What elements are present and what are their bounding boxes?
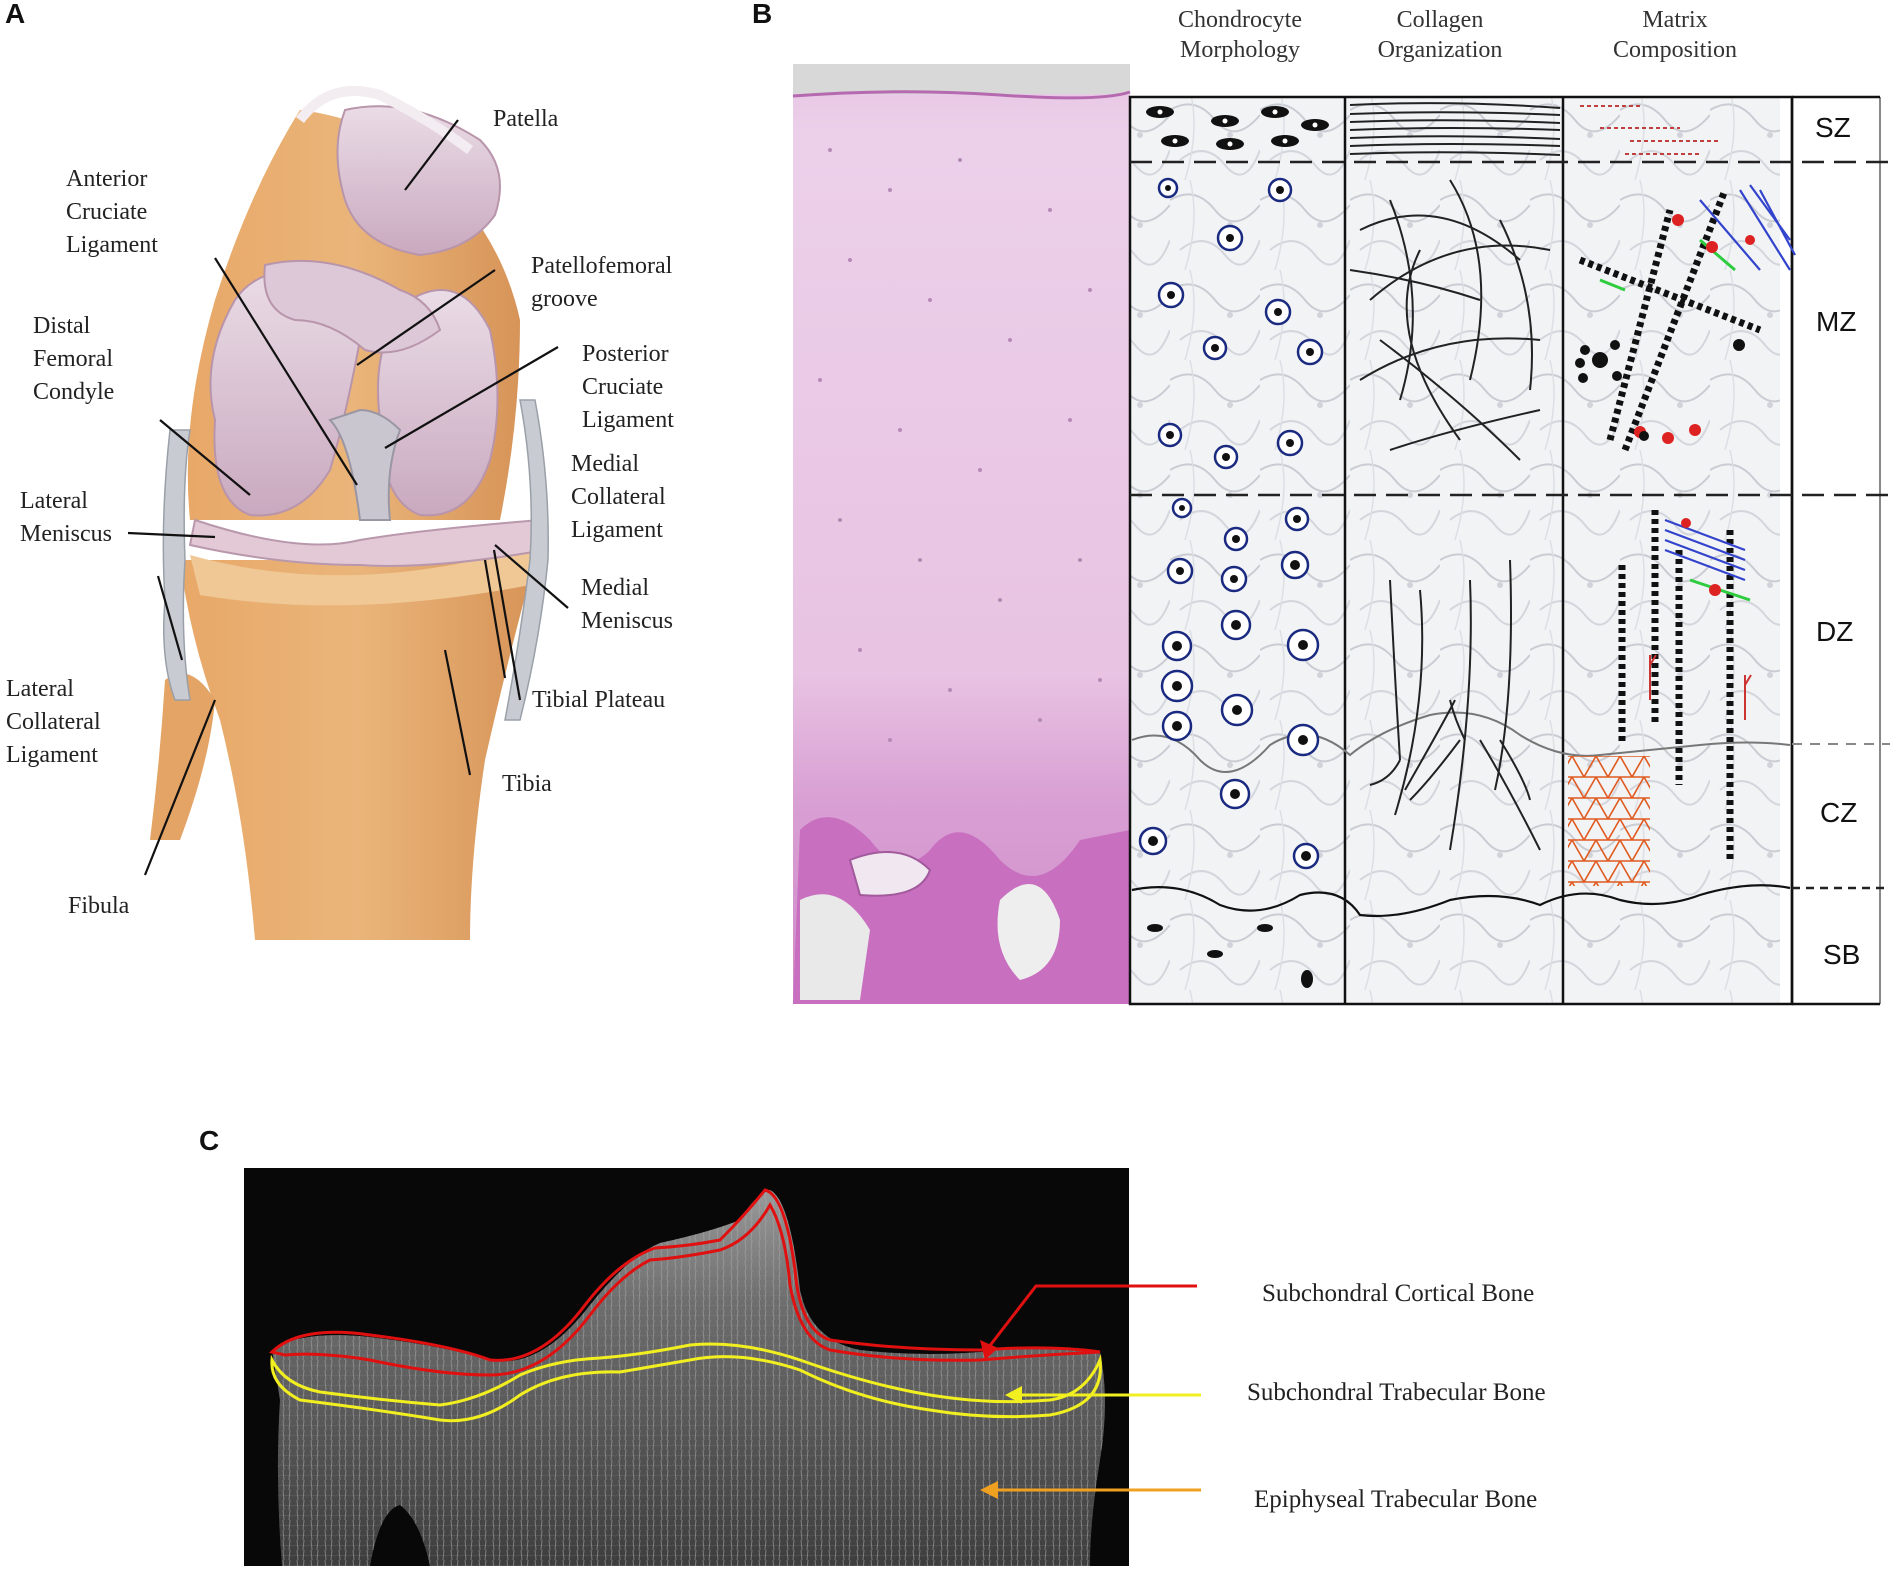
- label-pcl: Posterior Cruciate Ligament: [582, 341, 674, 433]
- label-patellofemoral-groove: Patellofemoral groove: [531, 253, 673, 312]
- label-tibia: Tibia: [502, 771, 552, 797]
- label-tibial-plateau: Tibial Plateau: [532, 687, 666, 713]
- label-medial-meniscus: Medial Meniscus: [581, 575, 673, 634]
- subchondral-trabecular-outline: [270, 1342, 1102, 1423]
- lcl-shape: [162, 429, 191, 701]
- label-lateral-meniscus: Lateral Meniscus: [20, 488, 112, 547]
- column-header-matrix: Matrix Composition: [1612, 7, 1738, 63]
- zone-label-dz: DZ: [1816, 616, 1854, 647]
- mcl-shape: [504, 399, 549, 721]
- legend-epiphyseal-trabecular-bone: Epiphyseal Trabecular Bone: [1254, 1486, 1538, 1513]
- tidemark-line: [1131, 711, 1791, 773]
- legend-subchondral-trabecular-bone: Subchondral Trabecular Bone: [1247, 1379, 1546, 1406]
- zone-label-cz: CZ: [1820, 797, 1858, 828]
- label-distal-femoral-condyle: Distal Femoral Condyle: [33, 313, 115, 405]
- cruciate-ligaments-shape: [328, 408, 402, 521]
- fibula-shape: [150, 673, 215, 840]
- panel-a-letter: A: [5, 0, 26, 29]
- label-fibula: Fibula: [68, 893, 130, 919]
- zone-label-sz: SZ: [1815, 112, 1851, 143]
- panel-b-letter: B: [752, 0, 773, 29]
- column-header-collagen: Collagen Organization: [1377, 7, 1503, 63]
- legend-arrows: [980, 1284, 1201, 1499]
- label-lcl: Lateral Collateral Ligament: [6, 676, 101, 768]
- cortical-outline: [268, 1188, 1101, 1377]
- label-mcl: Medial Collateral Ligament: [571, 451, 666, 543]
- zone-label-sb: SB: [1823, 939, 1861, 970]
- panel-c-letter: C: [199, 1125, 220, 1156]
- zone-label-mz: MZ: [1816, 306, 1857, 337]
- column-header-chondrocyte: Chondrocyte Morphology: [1178, 7, 1302, 63]
- label-acl: Anterior Cruciate Ligament: [66, 166, 158, 258]
- legend-cortical-bone: Subchondral Cortical Bone: [1262, 1280, 1535, 1307]
- cement-line: [1131, 884, 1791, 918]
- label-patella: Patella: [493, 106, 559, 132]
- calcified-mineral-mesh: [1568, 756, 1650, 886]
